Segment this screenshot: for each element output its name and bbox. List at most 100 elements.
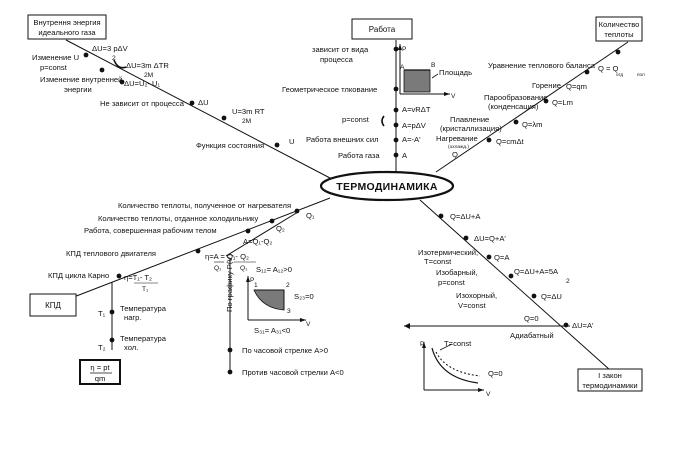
label-isobaric: Изобарный, <box>436 268 478 277</box>
box-heat: Количество теплоты <box>595 16 643 42</box>
label-heater-temp: Температура <box>120 304 167 313</box>
label-by-graph: По графику P(V) <box>225 254 234 312</box>
efficiency-formula-line1: η = pt <box>90 363 110 372</box>
formula-du-3pdv: ΔU=3 pΔV <box>92 44 129 53</box>
formula-u-2m: 2M <box>242 118 251 125</box>
label-change-u: Изменение U <box>32 53 79 62</box>
work-axis-p: P <box>402 46 407 53</box>
formula-q-du-a: Q=ΔU+A <box>450 212 481 221</box>
center-oval: ТЕРМОДИНАМИКА <box>319 170 455 202</box>
label-energy: энергии <box>64 85 92 94</box>
label-crystallization: (кристаллизация) <box>440 124 502 133</box>
formula-q-lambda: Q=λm <box>522 120 542 129</box>
label-isochoric: Изохорный, <box>456 291 497 300</box>
formula-s12: S₁₂= A₁₂>0 <box>256 265 292 274</box>
label-tconst: T=const <box>424 257 452 266</box>
label-counterclockwise: Против часовой стрелки A<0 <box>242 368 344 377</box>
formula-a: A <box>402 151 408 160</box>
label-heat-given: Количество теплоты, отданное холодильник… <box>98 214 258 223</box>
box-first-law-line2: термодинамики <box>582 381 637 390</box>
formula-q-du-5a: Q=ΔU+A=5A <box>514 267 559 276</box>
box-internal-energy-line1: Внутрення энергия <box>33 18 100 27</box>
line-graph-branch <box>225 211 299 257</box>
formula-du-u2-u1: ΔU=U₂- U₁ <box>124 79 161 88</box>
formula-q-a: Q=A <box>494 253 510 262</box>
formula-du-3pdv-den: 2 <box>112 55 116 62</box>
box-first-law-line1: I закон <box>598 371 622 380</box>
label-heat-received: Количество теплоты, полученное от нагрев… <box>118 201 291 210</box>
formula-eta-den1: Q₁ <box>214 265 222 272</box>
center-title: ТЕРМОДИНАМИКА <box>336 181 438 193</box>
label-heat-balance: Уравнение теплового баланса <box>488 61 596 70</box>
formula-q-du: Q=ΔU <box>541 292 562 301</box>
box-efficiency-formula: η = pt qm <box>79 359 121 385</box>
box-internal-energy: Внутрення энергия идеального газа <box>27 14 107 40</box>
label-isothermal: Изотермический, <box>418 248 478 257</box>
label-condensation: (конденсация) <box>488 102 539 111</box>
formula-carnot-den: T₁ <box>142 286 149 293</box>
cycle-point-2: 2 <box>286 282 290 289</box>
isotherm-graph: P V T=const Q=0 <box>420 339 503 398</box>
label-depends-on-process: зависит от вида <box>312 45 369 54</box>
isotherm-axis-v: V <box>486 391 491 398</box>
heat-branch: Уравнение теплового баланса Q = Q отд по… <box>436 61 645 159</box>
formula-heat-balance-sub2: пол <box>637 72 645 77</box>
efficiency-branch: Количество теплоты, полученное от нагрев… <box>48 201 315 352</box>
formula-heat-balance-sub1: отд <box>616 72 623 77</box>
label-state-function: Функция состояния <box>196 141 264 150</box>
formula-s31: S₃₁= A₃₁<0 <box>254 326 290 335</box>
formula-a-minus: A=-A' <box>402 135 421 144</box>
internal-energy-branch: Изменение U p=const ΔU=3 pΔV 2 Изменение… <box>32 44 294 150</box>
label-external-work: Работа внешних сил <box>306 135 379 144</box>
formula-a-pdv: A=pΔV <box>402 121 427 130</box>
label-heat-q: Q <box>452 150 458 159</box>
cycle-pv-graph: P V 1 2 3 <box>246 276 311 328</box>
formula-s23: S₂₃=0 <box>294 292 314 301</box>
line-internal-energy <box>65 39 331 179</box>
label-melting: Плавление <box>450 115 489 124</box>
line-first-law <box>419 199 611 371</box>
formula-du-q-a: ΔU=Q+A' <box>474 234 506 243</box>
label-t2: T₂ <box>98 343 106 352</box>
line-heat <box>435 41 629 173</box>
node-dots <box>83 46 621 375</box>
first-law-branch: Q=ΔU+A ΔU=Q+A' Изотермический, T=const Q… <box>404 212 594 398</box>
label-clockwise: По часовой стрелке A>0 <box>242 346 328 355</box>
label-gas-work: Работа газа <box>338 151 380 160</box>
label-q1: Q₁ <box>306 211 315 220</box>
work-axis-v: V <box>451 93 456 100</box>
label-cooling: (охлажд.) <box>448 144 469 150</box>
isotherm-axis-p: P <box>420 341 425 348</box>
label-adiabatic: Адиабатный <box>510 331 554 340</box>
box-internal-energy-line2: идеального газа <box>38 28 96 37</box>
label-heating: Нагревание <box>436 134 478 143</box>
efficiency-formula-line2: qm <box>95 374 106 383</box>
formula-q-zero: Q=0 <box>524 314 539 323</box>
cycle-point-3: 3 <box>287 308 291 315</box>
box-first-law: I закон термодинамики <box>577 368 643 392</box>
label-q2: Q₂ <box>276 224 285 233</box>
formula-du-2m: 2M <box>144 72 153 79</box>
label-pconst: p=const <box>438 278 466 287</box>
label-heater: нагр. <box>124 313 142 322</box>
label-engine-efficiency: КПД теплового двигателя <box>66 249 156 258</box>
work-point-b: B <box>431 62 436 69</box>
label-pconst-u: p=const <box>40 63 68 72</box>
formula-heat-balance: Q = Q <box>598 64 619 73</box>
label-combustion: Горение <box>532 81 561 90</box>
box-efficiency: КПД <box>29 293 77 317</box>
formula-eta: η=A = Q₁- Q₂ <box>205 252 249 261</box>
formula-carnot: η=T₁- T₂ <box>124 273 152 282</box>
label-vconst: V=const <box>458 301 487 310</box>
label-work-done: Работа, совершенная рабочим телом <box>84 226 217 235</box>
connector-lines <box>65 39 629 372</box>
label-carnot-efficiency: КПД цикла Карно <box>48 271 109 280</box>
cycle-axis-p: P <box>250 277 255 284</box>
label-process: процесса <box>320 55 354 64</box>
box-work: Работа <box>351 18 413 40</box>
label-du: ΔU <box>198 98 209 107</box>
formula-5a-den: 2 <box>566 278 570 285</box>
label-area: Площадь <box>439 68 472 77</box>
